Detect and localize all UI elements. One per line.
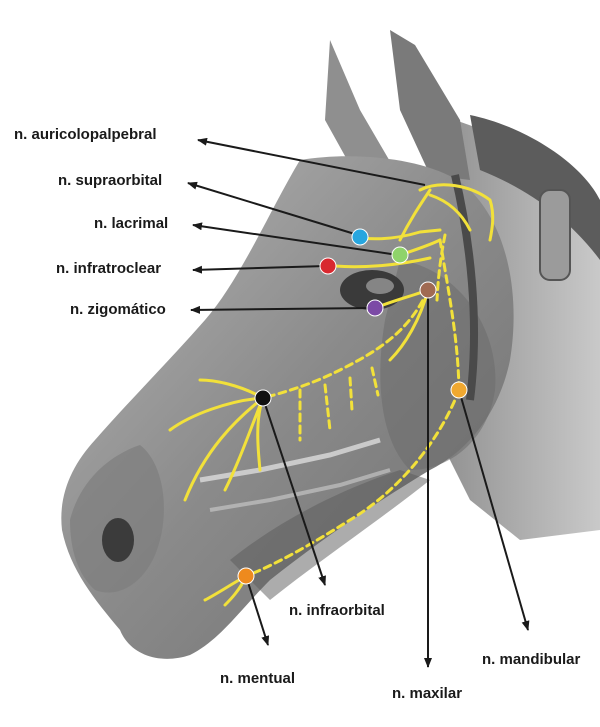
eye-highlight xyxy=(366,278,394,294)
nostril xyxy=(102,518,134,562)
bridle-buckle xyxy=(540,190,570,280)
label-supraorbital: n. supraorbital xyxy=(58,172,162,190)
marker-supraorbital xyxy=(352,229,368,245)
marker-maxilar xyxy=(420,282,436,298)
marker-zigomatico xyxy=(367,300,383,316)
label-infratroclear: n. infratroclear xyxy=(56,260,161,278)
marker-mandibular xyxy=(451,382,467,398)
label-infraorbital: n. infraorbital xyxy=(289,602,385,620)
label-zigomatico: n. zigomático xyxy=(70,301,166,319)
label-auricolopalpebral: n. auricolopalpebral xyxy=(14,126,157,144)
label-maxilar: n. maxilar xyxy=(392,685,462,703)
marker-mentual xyxy=(238,568,254,584)
label-mandibular: n. mandibular xyxy=(482,651,580,669)
marker-lacrimal xyxy=(392,247,408,263)
marker-infratroclear xyxy=(320,258,336,274)
label-mentual: n. mentual xyxy=(220,670,295,688)
marker-infraorbital xyxy=(255,390,271,406)
label-lacrimal: n. lacrimal xyxy=(94,215,168,233)
